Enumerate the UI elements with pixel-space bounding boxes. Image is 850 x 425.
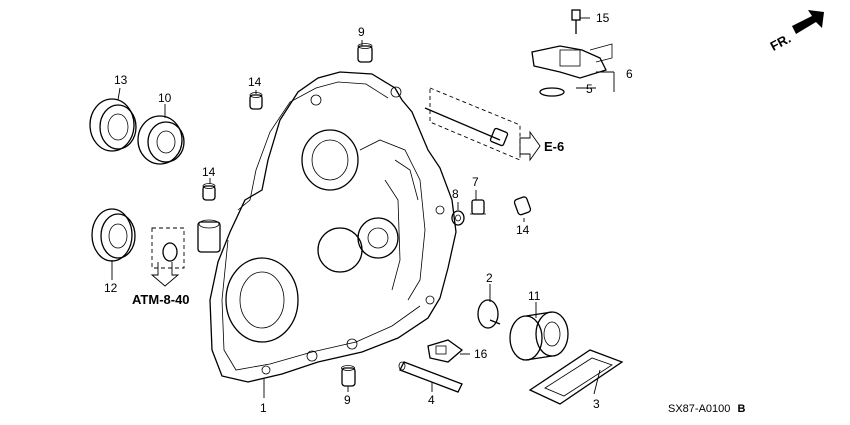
oil-seal-13[interactable]	[89, 98, 137, 152]
dowel-pin-14-left[interactable]	[202, 183, 216, 201]
plug-7[interactable]	[470, 199, 486, 215]
gasket-16[interactable]	[427, 339, 464, 363]
ball-bearing-10[interactable]	[137, 115, 185, 165]
roller-bearing-11[interactable]	[509, 311, 569, 361]
ref-atm[interactable]: ATM-8-40	[132, 292, 190, 307]
callout-13[interactable]: 13	[114, 73, 128, 87]
callout-8[interactable]: 8	[452, 187, 459, 201]
callout-14-top[interactable]: 14	[248, 75, 262, 89]
transmission-housing[interactable]	[197, 71, 457, 383]
callout-3[interactable]: 3	[593, 397, 600, 411]
callout-15[interactable]: 15	[596, 11, 610, 25]
callout-7[interactable]: 7	[472, 175, 479, 189]
bolt-15[interactable]	[571, 9, 581, 34]
callout-10[interactable]: 10	[158, 91, 172, 105]
pipe-4[interactable]	[398, 361, 463, 393]
callout-16[interactable]: 16	[474, 347, 488, 361]
speed-sensor-6[interactable]	[531, 43, 613, 79]
callout-9-bottom[interactable]: 9	[344, 393, 351, 407]
dowel-pin-14-top[interactable]	[249, 92, 263, 110]
e6-arrow[interactable]	[519, 130, 541, 162]
callout-14-left[interactable]: 14	[202, 165, 216, 179]
atm-ref-part[interactable]	[150, 227, 185, 287]
dowel-pin-9-top[interactable]	[357, 43, 373, 63]
long-bolt[interactable]	[424, 87, 521, 161]
front-label: FR.	[768, 31, 794, 54]
callout-5[interactable]: 5	[586, 82, 593, 96]
callout-12[interactable]: 12	[104, 281, 118, 295]
front-direction-arrow	[792, 10, 824, 34]
dowel-pin-9-bottom[interactable]	[341, 365, 356, 387]
filter-3[interactable]	[528, 349, 624, 405]
callout-4[interactable]: 4	[428, 393, 435, 407]
o-ring-5[interactable]	[539, 87, 565, 97]
callout-11[interactable]: 11	[528, 289, 541, 303]
leader-lines	[111, 17, 615, 398]
ref-e6[interactable]: E-6	[544, 139, 564, 154]
diagram-code: SX87-A0100 B	[668, 403, 745, 415]
washer-8[interactable]	[451, 210, 465, 226]
callout-1[interactable]: 1	[260, 401, 267, 415]
callout-6[interactable]: 6	[626, 67, 633, 81]
ball-bearing-12[interactable]	[91, 208, 136, 262]
callout-14-right[interactable]: 14	[516, 223, 530, 237]
callout-2[interactable]: 2	[486, 271, 493, 285]
callout-9-top[interactable]: 9	[358, 25, 365, 39]
shim-2[interactable]	[477, 299, 501, 329]
dowel-pin-14-right[interactable]	[513, 196, 532, 216]
